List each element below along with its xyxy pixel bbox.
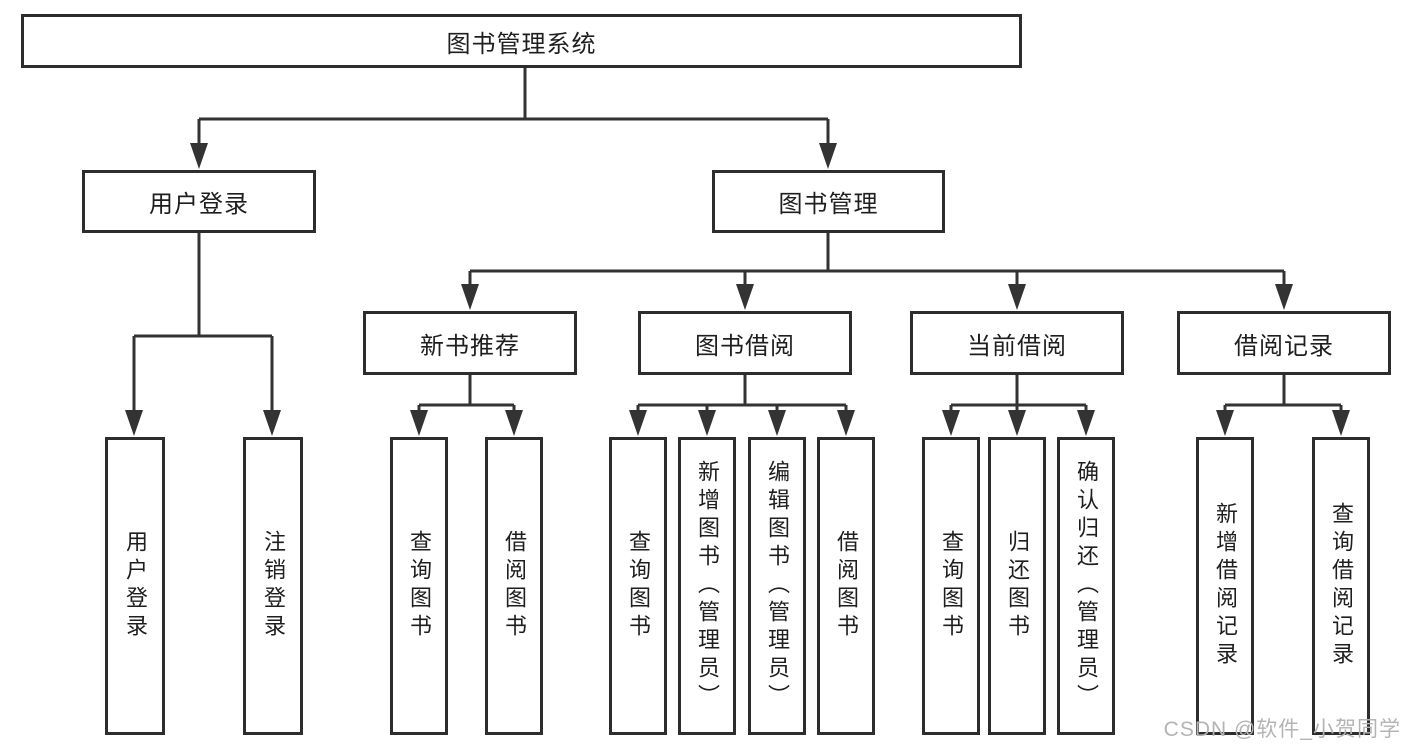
leaf-add-books-admin: 新增图书（管理员） <box>678 437 736 735</box>
node-label: 查询借阅记录 <box>1329 502 1354 670</box>
node-label: 用户登录 <box>149 191 249 218</box>
node-label: 用户登录 <box>123 530 148 642</box>
leaf-logout: 注销登录 <box>243 437 303 735</box>
node-label: 新书推荐 <box>420 332 520 360</box>
node-current-borrowing: 当前借阅 <box>910 311 1124 375</box>
node-label: 借阅记录 <box>1234 332 1334 360</box>
node-book-borrowing: 图书借阅 <box>638 311 852 375</box>
node-label: 图书管理系统 <box>446 30 597 58</box>
node-label: 查询图书 <box>626 530 651 642</box>
leaf-edit-books-admin: 编辑图书（管理员） <box>748 437 806 735</box>
node-label: 借阅图书 <box>502 530 527 642</box>
node-label: 注销登录 <box>261 530 286 642</box>
node-new-book-recommendation: 新书推荐 <box>363 311 577 375</box>
leaf-borrow-books-2: 借阅图书 <box>817 437 875 735</box>
node-label: 编辑图书（管理员） <box>765 460 790 712</box>
node-borrowing-records: 借阅记录 <box>1177 311 1391 375</box>
node-label: 图书管理 <box>778 191 879 218</box>
node-label: 当前借阅 <box>967 332 1067 360</box>
leaf-user-login: 用户登录 <box>105 437 165 735</box>
node-label: 借阅图书 <box>834 530 859 642</box>
csdn-watermark: CSDN @软件_小贺同学 <box>1163 718 1401 741</box>
node-label: 查询图书 <box>407 530 432 642</box>
leaf-return-books: 归还图书 <box>988 437 1046 735</box>
node-user-login: 用户登录 <box>82 170 316 233</box>
leaf-query-books-2: 查询图书 <box>609 437 667 735</box>
node-label: 查询图书 <box>939 530 964 642</box>
node-label: 确认归还（管理员） <box>1074 460 1099 712</box>
node-book-management: 图书管理 <box>712 170 945 233</box>
leaf-add-borrow-record: 新增借阅记录 <box>1196 437 1254 735</box>
leaf-borrow-books-1: 借阅图书 <box>485 437 543 735</box>
leaf-query-books-1: 查询图书 <box>390 437 448 735</box>
node-label: 图书借阅 <box>695 332 795 360</box>
node-label: 归还图书 <box>1005 530 1030 642</box>
leaf-query-borrow-record: 查询借阅记录 <box>1312 437 1370 735</box>
leaf-query-books-3: 查询图书 <box>922 437 980 735</box>
leaf-confirm-return-admin: 确认归还（管理员） <box>1057 437 1115 735</box>
node-label: 新增借阅记录 <box>1213 502 1238 670</box>
node-book-management-system: 图书管理系统 <box>21 14 1022 68</box>
node-label: 新增图书（管理员） <box>695 460 720 712</box>
